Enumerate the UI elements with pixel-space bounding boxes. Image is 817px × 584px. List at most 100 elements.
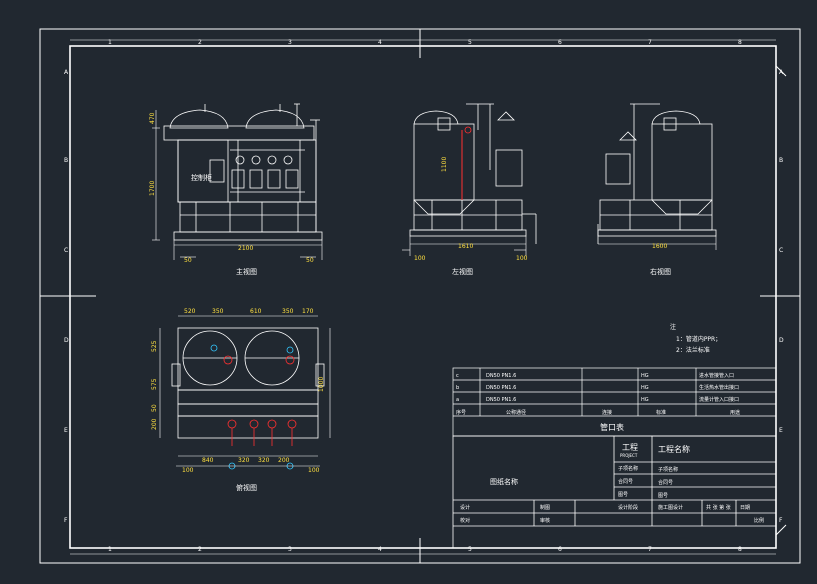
pipe-row-cell: DN50 PN1.6 (486, 397, 516, 403)
col-label-bottom: 7 (648, 546, 652, 553)
notes-header: 注 (670, 323, 676, 331)
col-label-bottom: 1 (108, 546, 112, 553)
left-dim-height: 1100 (441, 157, 448, 172)
row-label-left: B (64, 157, 68, 164)
left-view (402, 103, 537, 256)
row-label-right: A (779, 69, 784, 76)
top-dim-top: 170 (302, 308, 314, 315)
col-label-bottom: 3 (288, 546, 292, 553)
pipe-header-cell: 序号 (456, 409, 466, 416)
title-bottom-cell: 共 张 第 张 (706, 504, 731, 511)
sign-left-cell: 校对 (460, 517, 470, 524)
front-skid (173, 231, 323, 241)
front-dim-width: 2100 (238, 245, 253, 252)
left-tank-dome (413, 110, 459, 125)
title-drawing-no: 图号 (658, 493, 668, 499)
row-label-right: C (779, 247, 783, 254)
col-label-top: 2 (198, 39, 202, 46)
top-dim-top: 520 (184, 308, 196, 315)
pipe-row-cell: a (456, 397, 459, 403)
front-dim-height-top: 470 (149, 112, 156, 124)
pipe-row-cell: 流量计管入口接口 (699, 396, 739, 403)
top-view-title: 俯视图 (236, 483, 257, 492)
sign-mid-cell: 审核 (540, 517, 550, 524)
pipe-row-cell: b (456, 385, 459, 391)
front-cabinet-label: 控制柜 (191, 173, 212, 182)
left-view-title: 左视图 (452, 267, 473, 276)
top-dim-bottom: 840 (202, 457, 214, 464)
title-project-name: 工程名称 (658, 444, 690, 454)
front-tank-2-dome (245, 109, 305, 129)
front-valves (230, 140, 305, 202)
pipe-row-cell: 生活热水管出接口 (699, 384, 739, 391)
pipe-table-header: 序号公称通径连接标准用途 (456, 409, 740, 416)
right-tank-dome (651, 110, 701, 125)
left-dim-width: 1610 (458, 243, 473, 250)
title-company-label: 工程 (622, 443, 638, 452)
col-label-bottom: 6 (558, 546, 562, 553)
title-bottom-cell: 日期 (740, 505, 750, 511)
row-label-right: D (779, 337, 784, 344)
pipe-row-cell: HG (641, 385, 649, 391)
left-dim-right-foot: 100 (516, 255, 528, 262)
pipe-header-cell: 标准 (656, 409, 666, 416)
corner-marks (775, 65, 787, 536)
top-dim-top: 350 (212, 308, 224, 315)
top-dim-left: 200 (151, 418, 158, 430)
title-block (452, 435, 777, 549)
sign-mid-cell: 制图 (540, 504, 550, 511)
top-dim-bottom: 200 (278, 457, 290, 464)
title-bottom-cells: 设计阶段施工图设计共 张 第 张日期比例 (618, 504, 764, 524)
title-bottom-cell: 施工图设计 (658, 504, 683, 511)
left-tank-manhole (437, 117, 451, 131)
front-dim-left-foot: 50 (184, 257, 192, 264)
pipe-row-cell: DN50 PN1.6 (486, 385, 516, 391)
title-contract: 合同号 (658, 479, 673, 486)
front-view (152, 103, 323, 260)
col-label-top: 3 (288, 39, 292, 46)
pipe-row-cell: HG (641, 373, 649, 379)
row-label-left: C (64, 247, 68, 254)
title-row-label-2: 合同号 (618, 478, 633, 485)
row-label-left: A (64, 69, 69, 76)
top-dim-bottom: 320 (238, 457, 250, 464)
front-tank-1-dome (169, 109, 229, 129)
pipe-header-cell: 公称通径 (506, 409, 526, 416)
row-label-right: B (779, 157, 783, 164)
pipe-header-cell: 连接 (602, 409, 612, 416)
pipe-table-title: 管口表 (600, 422, 624, 432)
col-label-bottom: 5 (468, 546, 472, 553)
title-row-label-1: 子项名称 (618, 465, 638, 472)
notes-line-1: 1：管道内PPR； (676, 335, 721, 343)
title-bottom-cell: 设计阶段 (618, 504, 638, 511)
title-row-label-3: 图号 (618, 492, 628, 498)
row-label-right: E (779, 427, 783, 434)
front-view-title: 主视图 (236, 267, 257, 276)
pipe-row-cell: DN50 PN1.6 (486, 373, 516, 379)
title-sub-project: 子项名称 (658, 466, 678, 473)
top-dim-bottom-left: 100 (182, 467, 194, 474)
front-dim-height-main: 1700 (149, 181, 156, 196)
row-label-right: F (779, 517, 783, 524)
sign-left-cell: 设计 (460, 504, 470, 511)
top-dim-left: 50 (151, 404, 158, 412)
right-view (597, 103, 717, 250)
col-label-top: 5 (468, 39, 472, 46)
top-dim-top: 610 (250, 308, 262, 315)
row-label-left: F (64, 517, 68, 524)
col-label-bottom: 4 (378, 546, 382, 553)
col-label-bottom: 8 (738, 546, 742, 553)
top-dim-left: 575 (151, 378, 158, 390)
col-label-top: 1 (108, 39, 112, 46)
col-label-bottom: 2 (198, 546, 202, 553)
col-label-top: 8 (738, 39, 742, 46)
top-view-dims-left: 525 575 50 200 (151, 340, 158, 430)
top-dim-left: 525 (151, 340, 158, 352)
front-dim-right-foot: 50 (306, 257, 314, 264)
